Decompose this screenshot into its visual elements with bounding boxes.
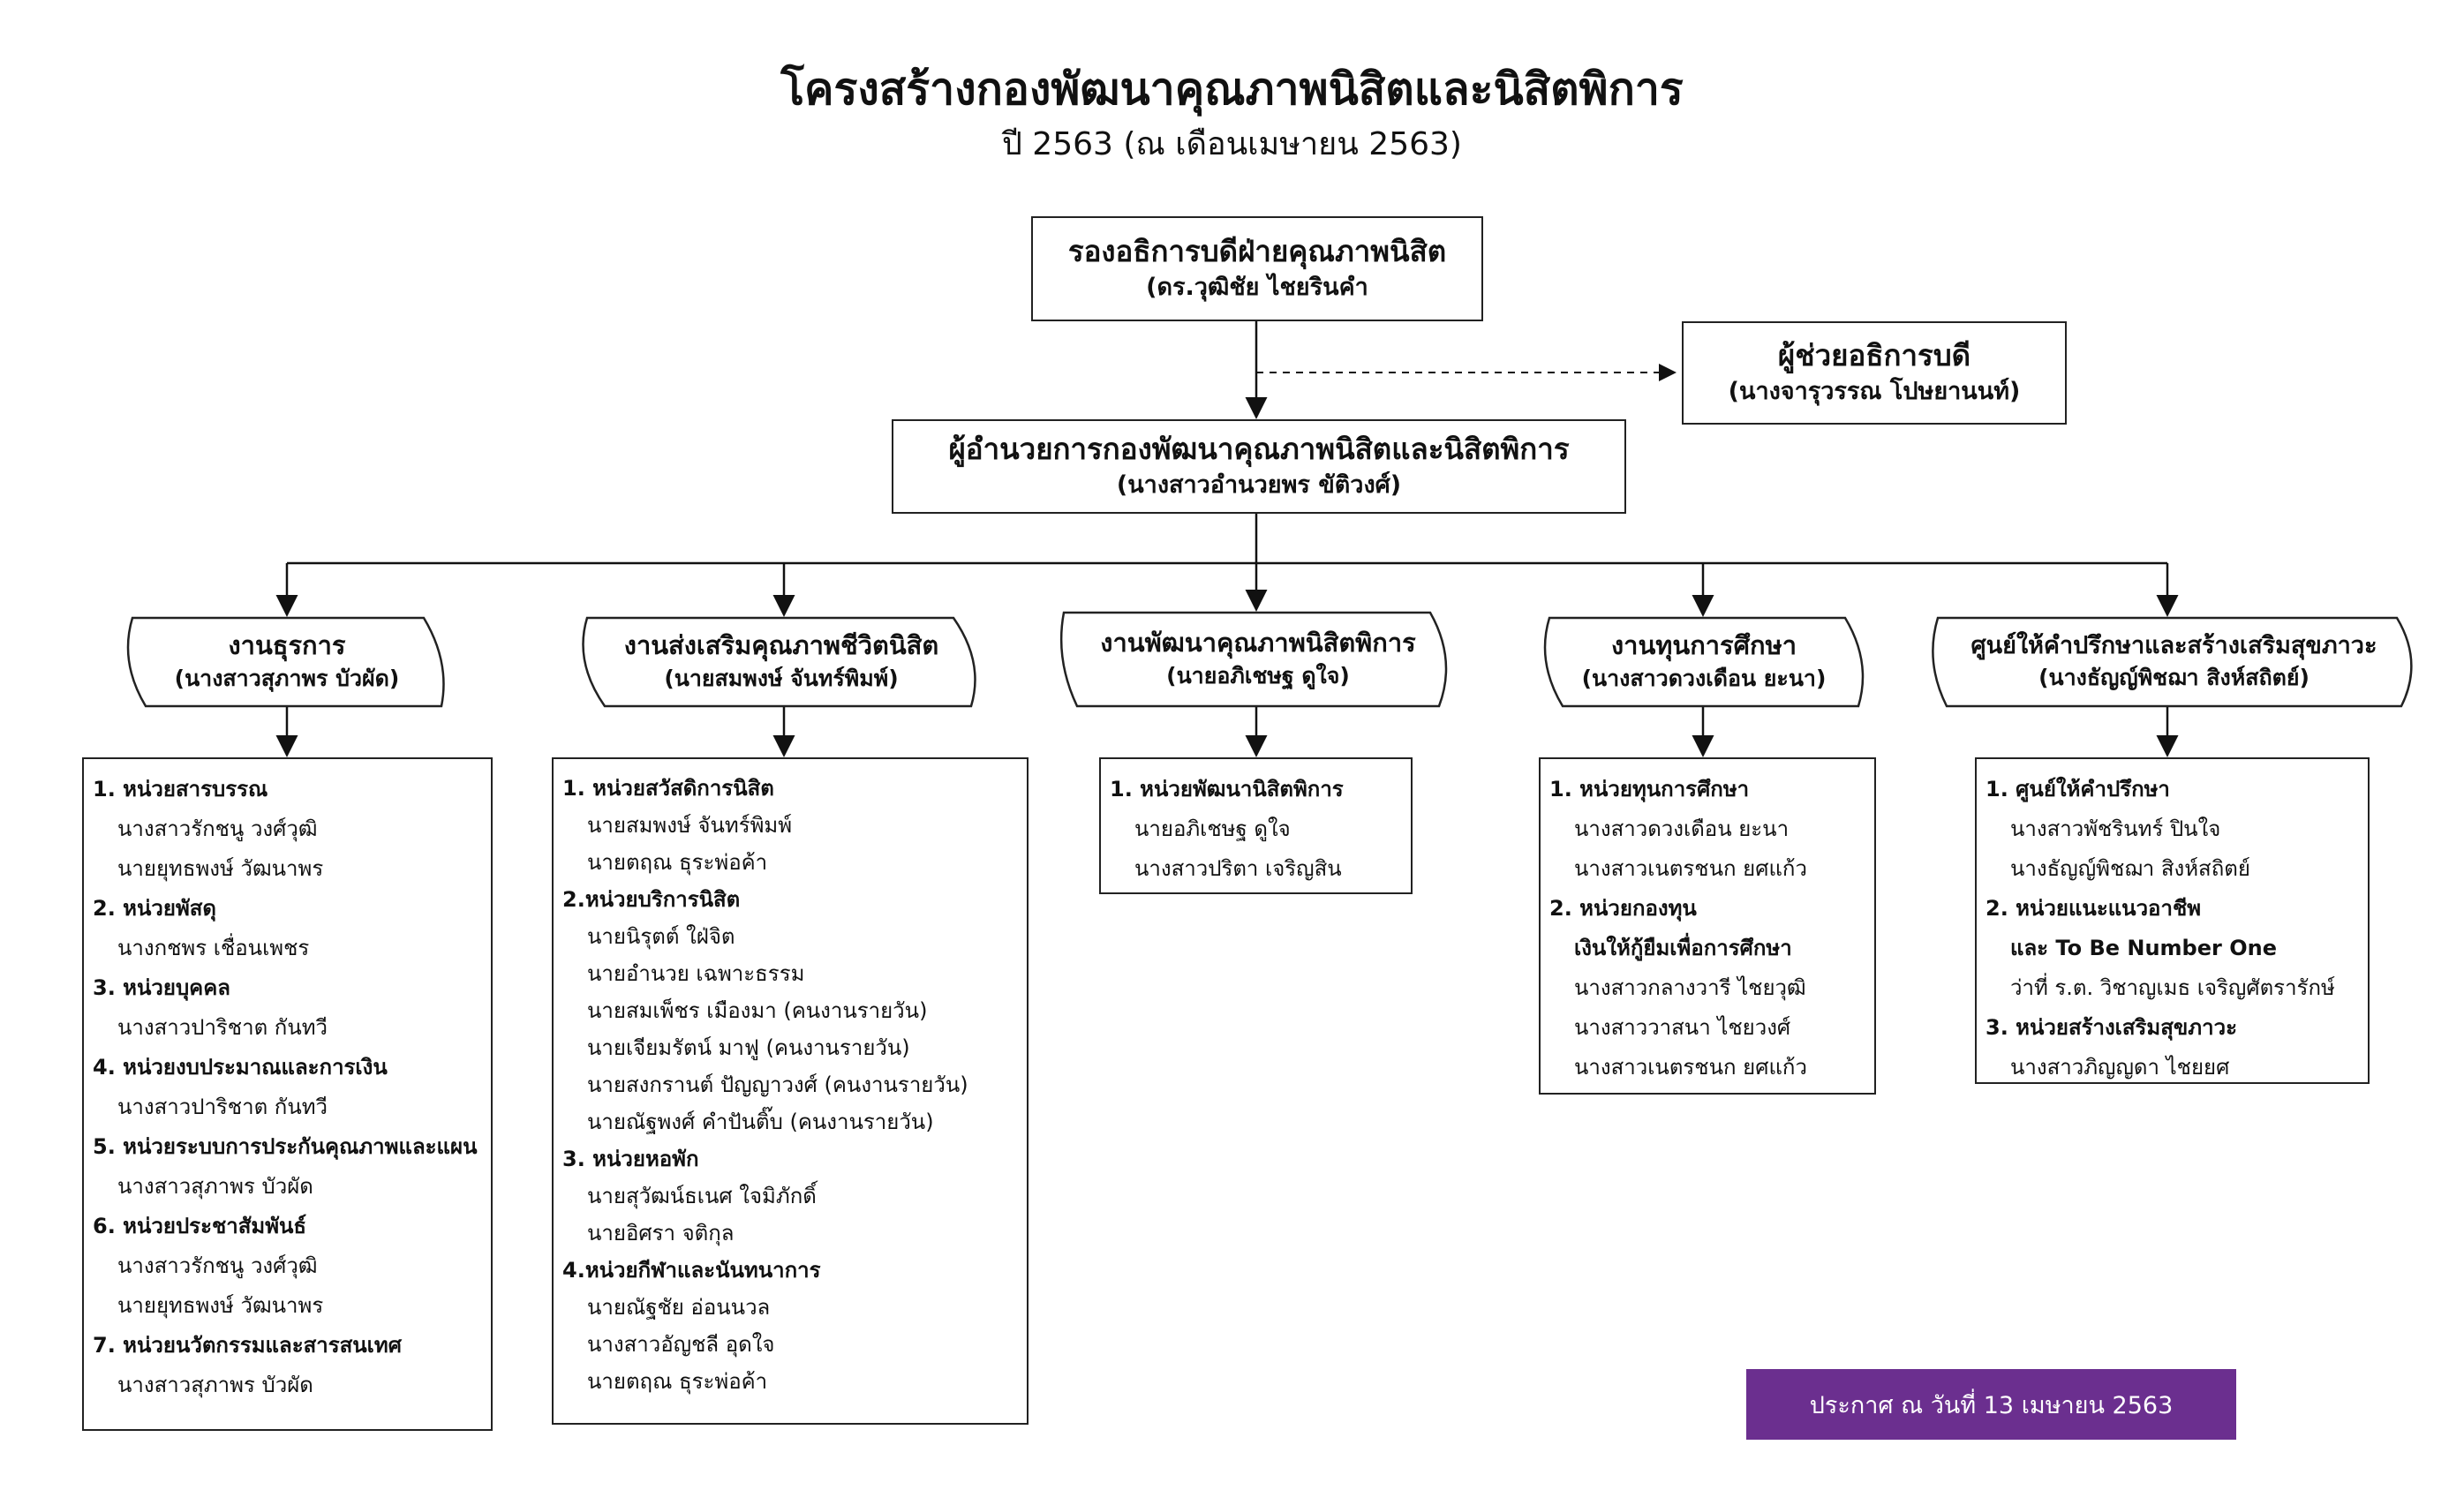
- unit-student-life: งานส่งเสริมคุณภาพชีวิตนิสิต (นายสมพงษ์ จ…: [578, 618, 984, 706]
- section-heading: 2. หน่วยแนะแนวอาชีพ: [1986, 896, 2202, 921]
- unit-title: งานทุนการศึกษา: [1611, 630, 1797, 661]
- unit-title: งานธุรการ: [228, 630, 346, 661]
- vice-president-title: รองอธิการบดีฝ่ายคุณภาพนิสิต: [1067, 234, 1447, 269]
- staff-name: นายณัฐพงศ์ คำปันติ๊บ (คนงานรายวัน): [587, 1110, 934, 1134]
- section-heading: 1. หน่วยทุนการศึกษา: [1549, 777, 1750, 801]
- unit-disabled-students-list: 1. หน่วยพัฒนานิสิตพิการนายอภิเชษฐ ดูใจนา…: [1099, 757, 1413, 894]
- unit-head: (นางสาวดวงเดือน ยะนา): [1581, 666, 1827, 692]
- staff-name: ว่าที่ ร.ต. วิชาญเมธ เจริญศัตรารักษ์: [2010, 975, 2335, 1000]
- staff-name: นายสุวัฒน์ธเนศ ใจมิภักดิ์: [587, 1184, 817, 1208]
- unit-disabled-students: งานพัฒนาคุณภาพนิสิตพิการ (นายอภิเชษฐ ดูใ…: [1059, 613, 1457, 706]
- staff-name: นางสาวปาริชาต กันทวี: [117, 1015, 328, 1040]
- unit-head: (นางสาวสุภาพร บัวผัด): [174, 666, 400, 692]
- page-subtitle: ปี 2563 (ณ เดือนเมษายน 2563): [1002, 126, 1462, 162]
- section-heading: 1. หน่วยสารบรรณ: [93, 777, 268, 801]
- staff-name: นายตฤณ ธุระพ่อค้า: [587, 850, 768, 875]
- vice-president-name: (ดร.วุฒิชัย ไชยรินคำ: [1146, 274, 1368, 302]
- unit-student-life-list: 1. หน่วยสวัสดิการนิสิตนายสมพงษ์ จันทร์พิ…: [552, 757, 1029, 1425]
- section-heading: 5. หน่วยระบบการประกันคุณภาพและแผน: [93, 1134, 478, 1159]
- staff-name: นายอิศรา จติกุล: [587, 1221, 735, 1245]
- staff-name: นางสาวรักชนู วงศ์วุฒิ: [117, 816, 318, 841]
- staff-name: นางสาวกลางวารี ไชยวุฒิ: [1574, 975, 1806, 1000]
- assistant-title: ผู้ช่วยอธิการบดี: [1777, 338, 1971, 373]
- unit-title: ศูนย์ให้คำปรึกษาและสร้างเสริมสุขภาวะ: [1970, 631, 2377, 659]
- section-heading: 6. หน่วยประชาสัมพันธ์: [93, 1214, 307, 1238]
- staff-name: นายยุทธพงษ์ วัฒนาพร: [117, 856, 324, 881]
- unit-shape-4: [1543, 616, 1865, 708]
- unit-shape-2: [582, 616, 976, 708]
- section-heading: 4.หน่วยกีฬาและนันทนาการ: [562, 1258, 821, 1283]
- unit-head: (นายอภิเชษฐ ดูใจ): [1166, 663, 1350, 689]
- vice-president-box: รองอธิการบดีฝ่ายคุณภาพนิสิต (ดร.วุฒิชัย …: [1031, 216, 1483, 321]
- director-box: ผู้อำนวยการกองพัฒนาคุณภาพนิสิตและนิสิตพิ…: [892, 419, 1626, 514]
- section-heading: 3. หน่วยสร้างเสริมสุขภาวะ: [1986, 1015, 2237, 1040]
- section-heading: 3. หน่วยบุคคล: [93, 975, 230, 1000]
- unit-title: งานพัฒนาคุณภาพนิสิตพิการ: [1100, 628, 1416, 658]
- section-heading: 2. หน่วยกองทุน: [1549, 896, 1697, 921]
- section-heading: 3. หน่วยหอพัก: [562, 1147, 699, 1171]
- staff-name: นางสาวปริตา เจริญสิน: [1134, 856, 1342, 881]
- staff-name: นายสมพงษ์ จันทร์พิมพ์: [587, 813, 793, 838]
- page-title: โครงสร้างกองพัฒนาคุณภาพนิสิตและนิสิตพิกา…: [780, 64, 1684, 115]
- staff-name: นางสาวเนตรชนก ยศแก้ว: [1574, 1055, 1807, 1080]
- unit-admin: งานธุรการ (นางสาวสุภาพร บัวผัด): [124, 618, 450, 706]
- section-heading: 4. หน่วยงบประมาณและการเงิน: [93, 1055, 388, 1080]
- staff-name: นายอำนวย เฉพาะธรรม: [587, 961, 805, 986]
- staff-name: นายสมเพ็ชร เมืองมา (คนงานรายวัน): [587, 998, 928, 1023]
- unit-shape-5: [1932, 616, 2413, 708]
- staff-name: นางสาวพัชรินทร์ ปินใจ: [2010, 816, 2221, 841]
- unit-scholarships-list: 1. หน่วยทุนการศึกษานางสาวดวงเดือน ยะนานา…: [1539, 757, 1876, 1095]
- staff-name: นางสาวดวงเดือน ยะนา: [1574, 816, 1790, 841]
- staff-name: นางธัญญ์พิชฌา สิงห์สถิตย์: [2010, 856, 2250, 881]
- staff-name: นางสาวภิญญดา ไชยยศ: [2010, 1055, 2230, 1080]
- staff-name: นายเจียมรัตน์ มาฟู (คนงานรายวัน): [587, 1035, 910, 1060]
- section-heading: 2. หน่วยพัสดุ: [93, 896, 216, 921]
- unit-counseling-center: ศูนย์ให้คำปรึกษาและสร้างเสริมสุขภาวะ (นา…: [1933, 618, 2415, 706]
- unit-shape-1: [126, 616, 445, 708]
- director-name: (นางสาวอำนวยพร ขัติวงศ์): [1116, 471, 1402, 500]
- announcement-badge: ประกาศ ณ วันที่ 13 เมษายน 2563: [1746, 1369, 2236, 1440]
- unit-title: งานส่งเสริมคุณภาพชีวิตนิสิต: [623, 630, 939, 661]
- staff-name: นางสาวปาริชาต กันทวี: [117, 1095, 328, 1119]
- director-title: ผู้อำนวยการกองพัฒนาคุณภาพนิสิตและนิสิตพิ…: [948, 432, 1570, 467]
- unit-head: (นายสมพงษ์ จันทร์พิมพ์): [664, 666, 899, 692]
- section-heading: 1. หน่วยพัฒนานิสิตพิการ: [1110, 777, 1344, 801]
- staff-name: นายนิรุตต์ ใฝ่จิต: [587, 924, 735, 949]
- section-heading: 1. ศูนย์ให้คำปรึกษา: [1986, 777, 2170, 801]
- staff-name: และ To Be Number One: [2010, 936, 2277, 960]
- staff-name: นางสาวอัญชลี อุดใจ: [587, 1332, 775, 1357]
- staff-name: นางสาวสุภาพร บัวผัด: [117, 1373, 313, 1397]
- staff-name: นายตฤณ ธุระพ่อค้า: [587, 1369, 768, 1394]
- staff-name: นางกชพร เชื่อนเพชร: [117, 936, 310, 960]
- staff-name: นางสาวเนตรชนก ยศแก้ว: [1574, 856, 1807, 881]
- section-heading: 1. หน่วยสวัสดิการนิสิต: [562, 776, 774, 801]
- staff-name: นางสาวรักชนู วงศ์วุฒิ: [117, 1253, 318, 1278]
- staff-name: นางสาวสุภาพร บัวผัด: [117, 1174, 313, 1199]
- unit-counseling-list: 1. ศูนย์ให้คำปรึกษานางสาวพัชรินทร์ ปินใจ…: [1975, 757, 2370, 1084]
- unit-admin-list: 1. หน่วยสารบรรณนางสาวรักชนู วงศ์วุฒินายย…: [82, 757, 493, 1431]
- staff-name: นายสงกรานต์ ปัญญาวงศ์ (คนงานรายวัน): [587, 1072, 968, 1097]
- staff-name: นายยุทธพงษ์ วัฒนาพร: [117, 1293, 324, 1318]
- unit-scholarships: งานทุนการศึกษา (นางสาวดวงเดือน ยะนา): [1541, 618, 1867, 706]
- section-heading: 2.หน่วยบริการนิสิต: [562, 887, 741, 912]
- unit-head: (นางธัญญ์พิชฌา สิงห์สถิตย์): [2038, 665, 2310, 691]
- staff-name: นางสาววาสนา ไชยวงศ์: [1574, 1015, 1791, 1040]
- unit-shape-3: [1059, 611, 1448, 708]
- staff-name: เงินให้กู้ยืมเพื่อการศึกษา: [1574, 936, 1792, 960]
- section-heading: 7. หน่วยนวัตกรรมและสารสนเทศ: [93, 1333, 402, 1358]
- staff-name: นายณัฐชัย อ่อนนวล: [587, 1295, 771, 1320]
- assistant-box: ผู้ช่วยอธิการบดี (นางจารุวรรณ โปษยานนท์): [1682, 321, 2067, 425]
- assistant-name: (นางจารุวรรณ โปษยานนท์): [1728, 378, 2021, 406]
- staff-name: นายอภิเชษฐ ดูใจ: [1134, 816, 1291, 841]
